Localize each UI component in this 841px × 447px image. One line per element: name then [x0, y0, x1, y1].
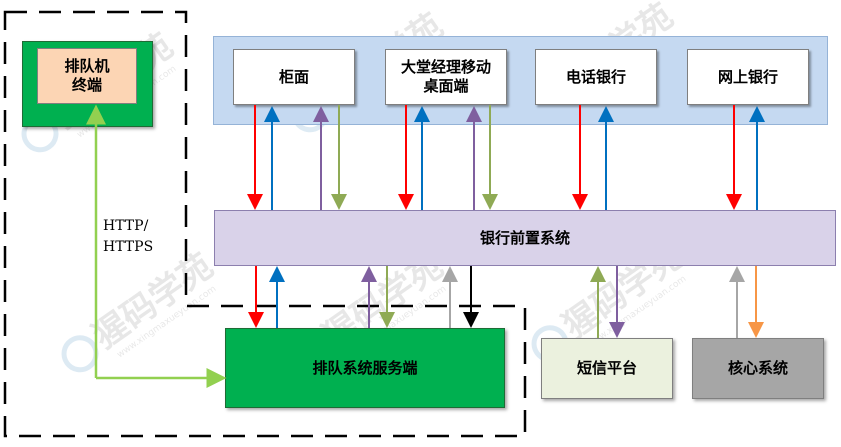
- channel-counter[interactable]: 柜面: [233, 49, 355, 105]
- channel-lobby-manager-mobile[interactable]: 大堂经理移动 桌面端: [385, 49, 507, 105]
- channel-phone-banking[interactable]: 电话银行: [535, 49, 657, 105]
- http-https-label: HTTP/ HTTPS: [103, 218, 154, 255]
- sms-platform[interactable]: 短信平台: [541, 338, 673, 399]
- arrow-http-link: [86, 104, 227, 388]
- bank-front-system[interactable]: 银行前置系统: [214, 210, 836, 266]
- queue-terminal[interactable]: 排队机 终端: [37, 48, 137, 104]
- channel-online-banking[interactable]: 网上银行: [687, 49, 809, 105]
- core-system[interactable]: 核心系统: [692, 338, 824, 399]
- queue-system-server[interactable]: 排队系统服务端: [225, 328, 505, 408]
